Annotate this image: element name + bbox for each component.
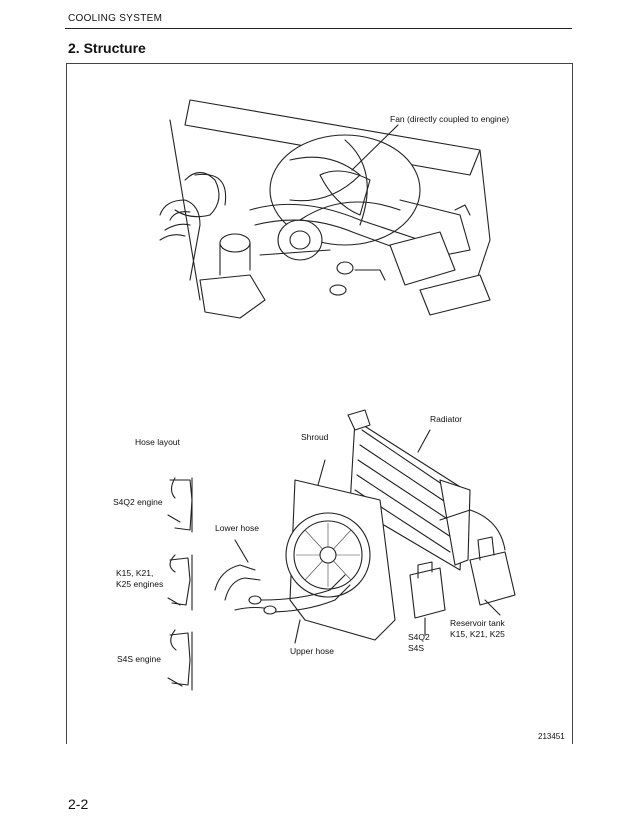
s4s-engine-label: S4S engine [117, 654, 161, 664]
s4q2-engine-label: S4Q2 engine [113, 497, 163, 507]
upper-hose-label: Upper hose [290, 646, 334, 656]
radiator-assembly-drawing [214, 409, 516, 644]
engine-compartment-drawing [159, 99, 491, 319]
fan-label: Fan (directly coupled to engine) [390, 114, 510, 124]
page-number: 2-2 [68, 796, 89, 812]
hose-layout-drawings [167, 477, 193, 691]
k-engines-label: K15, K21, K25 engines [116, 568, 164, 589]
hose-layout-label: Hose layout [135, 437, 180, 447]
radiator-label: Radiator [430, 414, 463, 424]
header-rule [65, 28, 572, 29]
section-heading: 2. Structure [68, 40, 146, 56]
reservoir-tank-label: Reservoir tank K15, K21, K25 [450, 618, 505, 639]
figure-frame [66, 63, 573, 744]
figure-id: 213451 [538, 732, 565, 741]
section-header: COOLING SYSTEM [68, 13, 163, 24]
lower-hose-label: Lower hose [215, 523, 259, 533]
s4q2-s4s-label: S4Q2 S4S [408, 632, 430, 653]
shroud-label: Shroud [301, 432, 329, 442]
